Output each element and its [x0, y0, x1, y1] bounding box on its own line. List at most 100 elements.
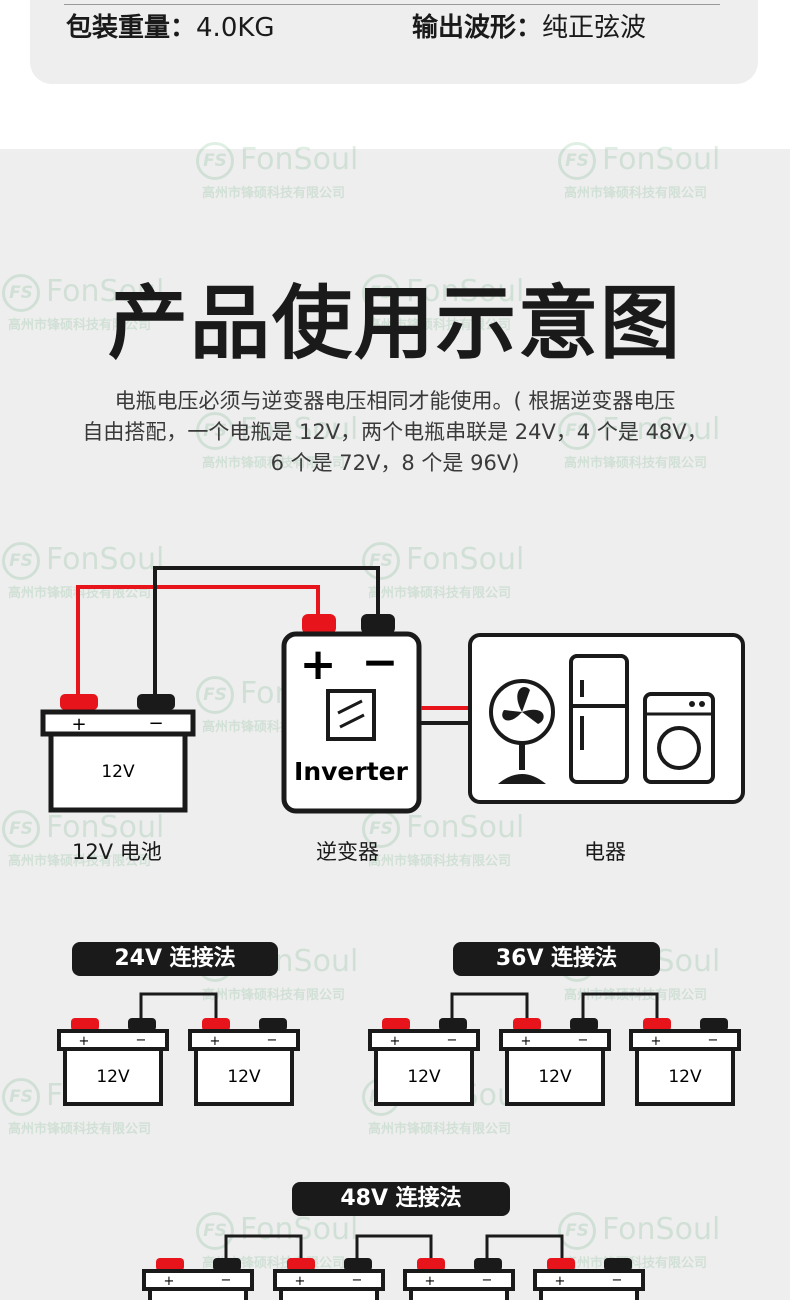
- battery-minus-sign: −: [148, 713, 163, 734]
- inverter-label: 逆变器: [316, 840, 379, 864]
- small-plus-sign: +: [295, 1274, 306, 1289]
- small-battery-body: [148, 1287, 248, 1300]
- small-positive-terminal: [382, 1018, 410, 1031]
- appliance-frame: [468, 633, 745, 804]
- small-battery-lid: [368, 1029, 480, 1051]
- small-plus-sign: +: [651, 1034, 662, 1049]
- inverter-positive-terminal: [302, 614, 336, 634]
- small-battery-lid: [629, 1029, 741, 1051]
- main-battery: + − 12V: [40, 694, 196, 813]
- small-battery-lid: [533, 1269, 645, 1291]
- usage-description: 电瓶电压必须与逆变器电压相同才能使用。( 根据逆变器电压 自由搭配，一个电瓶是 …: [40, 386, 750, 479]
- small-negative-terminal: [700, 1018, 728, 1031]
- inverter-negative-terminal: [361, 614, 395, 634]
- fan-icon: [489, 679, 555, 784]
- small-minus-sign: −: [221, 1273, 232, 1288]
- appliance-panel: [468, 633, 745, 804]
- inverter-switch-icon: [326, 689, 376, 741]
- pill-48v: 48V 连接法: [292, 1182, 510, 1216]
- small-negative-terminal: [604, 1258, 632, 1271]
- positive-wire: [76, 585, 320, 696]
- inverter: + − Inverter: [281, 614, 422, 814]
- small-battery-body: [409, 1287, 509, 1300]
- inverter-plus-sign: +: [300, 639, 337, 690]
- small-minus-sign: −: [578, 1033, 589, 1048]
- small-negative-terminal: [213, 1258, 241, 1271]
- battery-positive-terminal: [60, 694, 98, 710]
- small-positive-terminal: [71, 1018, 99, 1031]
- spec-weight: 包装重量：4.0KG: [66, 10, 275, 46]
- description-line: 6 个是 72V，8 个是 96V): [270, 451, 520, 475]
- small-minus-sign: −: [482, 1273, 493, 1288]
- description-line: 自由搭配，一个电瓶是 12V，两个电瓶串联是 24V，4 个是 48V，: [82, 420, 708, 444]
- small-battery-lid: [142, 1269, 254, 1291]
- small-battery-voltage: 12V: [538, 1067, 572, 1087]
- small-battery-body: [374, 1047, 474, 1106]
- connection-48v: [224, 1234, 564, 1260]
- spec-weight-value: 4.0KG: [196, 13, 275, 43]
- small-battery-lid: [188, 1029, 300, 1051]
- small-battery-voltage: 12V: [96, 1067, 130, 1087]
- small-negative-terminal: [259, 1018, 287, 1031]
- small-plus-sign: +: [521, 1034, 532, 1049]
- small-battery: +−12V: [273, 1258, 385, 1300]
- spec-weight-label: 包装重量：: [66, 13, 197, 43]
- small-negative-terminal: [570, 1018, 598, 1031]
- small-minus-sign: −: [136, 1033, 147, 1048]
- small-battery: +−12V: [142, 1258, 254, 1300]
- small-battery-body: [194, 1047, 294, 1106]
- small-battery-voltage: 12V: [227, 1067, 261, 1087]
- small-battery-voltage: 12V: [668, 1067, 702, 1087]
- page-title: 产品使用示意图: [108, 277, 682, 370]
- appliance-label: 电器: [584, 840, 626, 864]
- small-positive-terminal: [547, 1258, 575, 1271]
- spec-waveform-label: 输出波形：: [412, 13, 543, 43]
- battery-plus-sign: +: [71, 714, 86, 735]
- negative-wire: [153, 566, 380, 696]
- small-battery-lid: [403, 1269, 515, 1291]
- small-battery: + − 12V: [57, 1018, 169, 1106]
- washing-machine-icon: [643, 692, 715, 784]
- small-battery-lid: [273, 1269, 385, 1291]
- small-plus-sign: +: [79, 1034, 90, 1049]
- small-positive-terminal: [417, 1258, 445, 1271]
- small-positive-terminal: [202, 1018, 230, 1031]
- small-positive-terminal: [513, 1018, 541, 1031]
- series-batteries: +−12V+−12V+−12V+−12V+−12V+−12V+−12V+−12V…: [57, 1018, 741, 1300]
- small-battery: + − 12V: [499, 1018, 611, 1106]
- small-battery-lid: [499, 1029, 611, 1051]
- small-battery-body: [539, 1287, 639, 1300]
- pill-24v: 24V 连接法: [72, 942, 278, 976]
- description-line: 电瓶电压必须与逆变器电压相同才能使用。( 根据逆变器电压: [114, 389, 676, 413]
- inverter-minus-sign: −: [362, 637, 399, 688]
- small-battery: +−12V: [368, 1018, 480, 1106]
- small-negative-terminal: [128, 1018, 156, 1031]
- connection-36v: [450, 992, 659, 1020]
- small-positive-terminal: [643, 1018, 671, 1031]
- spec-card: [30, 0, 758, 84]
- pill-36v: 36V 连接法: [453, 942, 660, 976]
- small-negative-terminal: [474, 1258, 502, 1271]
- spec-waveform: 输出波形：纯正弦波: [412, 10, 646, 46]
- battery-label: 12V 电池: [72, 840, 162, 864]
- small-battery-lid: [57, 1029, 169, 1051]
- small-battery: +−12V: [533, 1258, 645, 1300]
- small-battery-voltage: 12V: [407, 1067, 441, 1087]
- battery-body: [48, 731, 188, 813]
- small-battery: + − 12V: [188, 1018, 300, 1106]
- small-battery-body: [635, 1047, 735, 1106]
- small-battery-body: [505, 1047, 605, 1106]
- small-minus-sign: −: [352, 1273, 363, 1288]
- small-minus-sign: −: [708, 1033, 719, 1048]
- fridge-icon: [569, 654, 629, 784]
- small-battery-body: [63, 1047, 163, 1106]
- small-plus-sign: +: [425, 1274, 436, 1289]
- small-battery-body: [279, 1287, 379, 1300]
- small-minus-sign: −: [267, 1033, 278, 1048]
- small-plus-sign: +: [210, 1034, 221, 1049]
- battery-lid: [40, 709, 196, 737]
- small-plus-sign: +: [555, 1274, 566, 1289]
- small-battery: + − 12V: [629, 1018, 741, 1106]
- spec-divider: [64, 4, 720, 5]
